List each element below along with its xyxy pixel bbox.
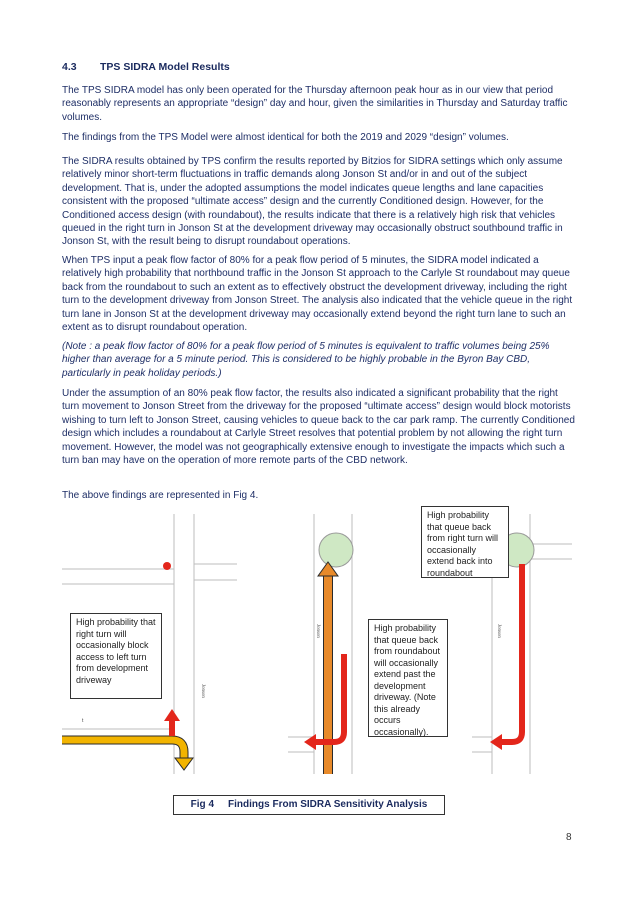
panel-1-mark: t: [82, 718, 84, 724]
red-queue-arrow-3: [500, 564, 525, 745]
callout-queue-roundabout: High probability that queue back from ro…: [368, 619, 448, 737]
section-number: 4.3: [62, 61, 77, 73]
figure-4: t Jonson Jonson: [62, 504, 582, 824]
street-label-3: Jonson: [496, 624, 501, 638]
section-heading: 4.3 TPS SIDRA Model Results: [62, 61, 230, 73]
paragraph-1: The TPS SIDRA model has only been operat…: [62, 85, 568, 123]
stop-sign-icon: [163, 562, 171, 570]
paragraph-4: When TPS input a peak flow factor of 80%…: [62, 255, 573, 334]
red-arrowhead-3-icon: [490, 734, 502, 750]
panel-2-road: [288, 514, 353, 774]
page-number: 8: [566, 832, 572, 843]
caption-number: Fig 4: [190, 799, 215, 810]
red-arrowhead-2-icon: [304, 734, 316, 750]
caption-title: Findings From SIDRA Sensitivity Analysis: [228, 799, 428, 810]
paragraph-6: The above findings are represented in Fi…: [62, 490, 259, 501]
paragraph-3: The SIDRA results obtained by TPS confir…: [62, 156, 563, 248]
figure-caption: Fig 4 Findings From SIDRA Sensitivity Ana…: [173, 795, 445, 815]
figure-diagrams: t Jonson Jonson: [62, 514, 572, 774]
street-label-1: Jonson: [200, 684, 205, 698]
paragraph-2: The findings from the TPS Model were alm…: [62, 132, 509, 143]
yellow-arrowhead-icon: [174, 757, 194, 771]
red-turn-arrow-2: [314, 654, 347, 745]
street-label-2: Jonson: [315, 624, 320, 638]
roundabout-2: [318, 532, 354, 568]
section-title: TPS SIDRA Model Results: [100, 61, 230, 73]
callout-queue-right-turn: High probability that queue back from ri…: [421, 506, 509, 578]
paragraph-5: Under the assumption of an 80% peak flow…: [62, 388, 575, 467]
yellow-queue-arrow: [62, 736, 188, 759]
paragraph-note: (Note : a peak flow factor of 80% for a …: [62, 341, 550, 379]
callout-right-turn: High probability that right turn will oc…: [70, 613, 162, 699]
red-arrowhead-1-icon: [164, 709, 180, 721]
orange-arrowhead-icon: [317, 561, 339, 577]
